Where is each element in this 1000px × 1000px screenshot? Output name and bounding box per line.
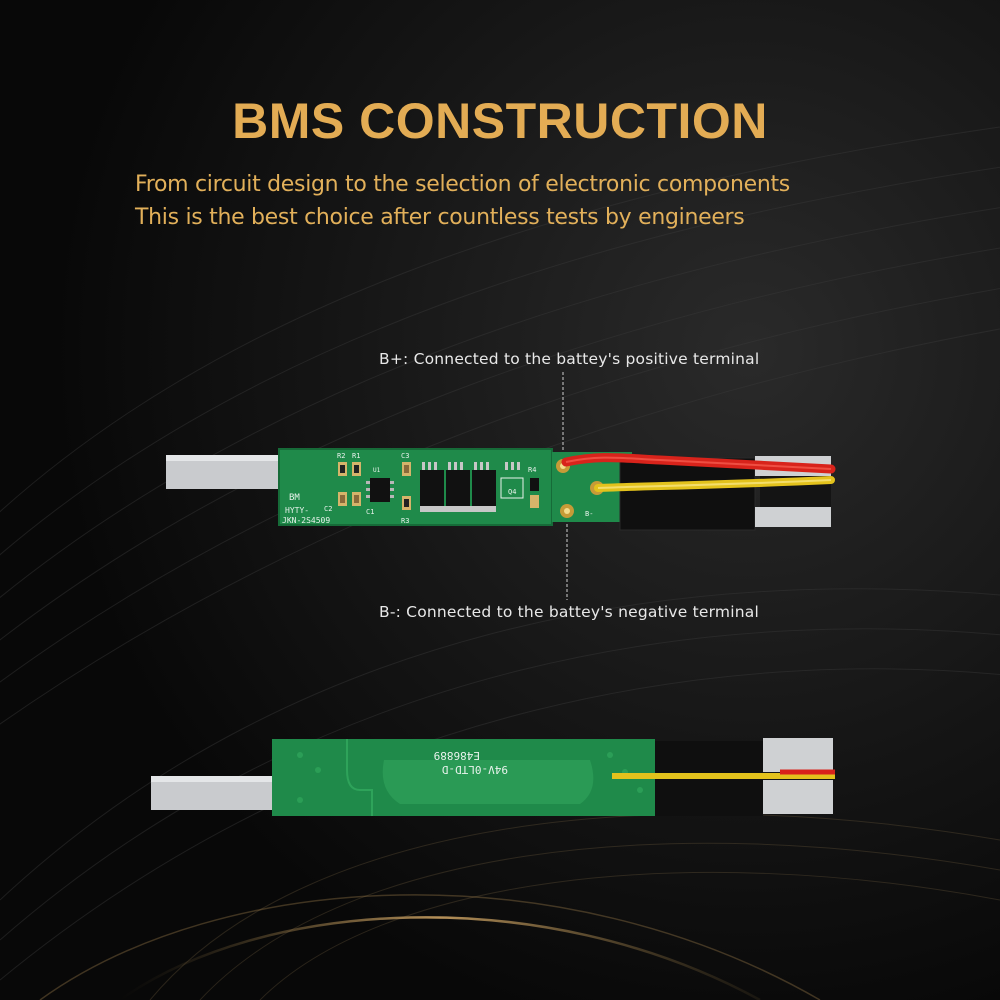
label-r3: R3 [401,517,409,525]
subtitle-line-1: From circuit design to the selection of … [135,172,790,197]
label-c3: C3 [401,452,409,460]
nickel-tab-back-right [763,738,833,772]
subtitle-line-2: This is the best choice after countless … [135,205,745,230]
label-u1: U1 [373,467,381,474]
b-minus-label: B-: Connected to the battey's negative t… [379,603,759,621]
label-c2: C2 [324,505,332,513]
page-title: BMS CONSTRUCTION [232,93,768,149]
label-c1: C1 [366,508,374,516]
label-q4: Q4 [508,488,516,496]
b-plus-label: B+: Connected to the battey's positive t… [379,350,760,368]
label-r4: R4 [528,466,536,474]
label-r2: R2 [337,452,345,460]
back-marking-line-2: E486889 [434,749,480,762]
mosfet-row [420,462,520,512]
label-b-minus: B- [585,510,593,518]
silkscreen-line-2: HYTY- [285,506,309,515]
pcb-front [279,449,552,525]
silkscreen-line-1: BM [289,493,300,503]
silkscreen-line-3: JKN-2S4509 [282,516,330,525]
ic-chip [370,478,390,502]
label-r1: R1 [352,452,360,460]
back-marking-line-1: 94V-0LTD-D [442,763,508,776]
